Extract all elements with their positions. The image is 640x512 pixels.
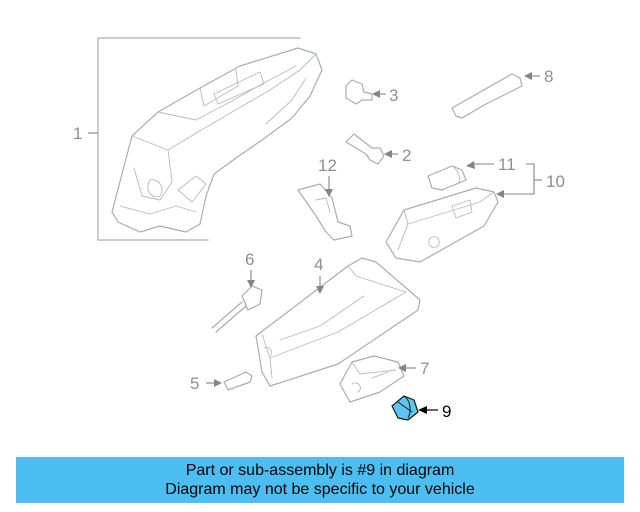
callout-6: 6 xyxy=(245,250,254,269)
callout-4: 4 xyxy=(314,255,323,274)
callout-11: 11 xyxy=(498,155,516,174)
callout-2: 2 xyxy=(402,146,411,165)
banner-line-1: Part or sub-assembly is #9 in diagram xyxy=(185,462,455,479)
part-6-damper: 6 xyxy=(211,250,263,333)
callout-3: 3 xyxy=(389,86,398,105)
banner-line-2: Diagram may not be specific to your vehi… xyxy=(165,481,475,498)
part-8-strip: 8 xyxy=(451,67,553,119)
part-1-glove-box-housing: 1 xyxy=(73,37,323,241)
callout-8: 8 xyxy=(544,67,553,86)
part-info-banner: Part or sub-assembly is #9 in diagram Di… xyxy=(16,457,624,503)
part-4-glove-box-door: 4 xyxy=(255,255,421,387)
callout-7: 7 xyxy=(420,359,429,378)
part-5-pin: 5 xyxy=(190,371,253,393)
part-11-cylinder: 11 xyxy=(427,155,516,191)
part-9-lock-cylinder: 9 xyxy=(391,395,451,421)
parts-diagram: 1 3 2 8 12 11 xyxy=(73,37,565,421)
part-12-bracket: 12 xyxy=(297,156,353,241)
callout-5: 5 xyxy=(190,374,199,393)
callout-9: 9 xyxy=(442,402,451,421)
part-10-latch-assembly: 10 xyxy=(385,163,565,263)
callout-1: 1 xyxy=(73,124,82,143)
part-7-latch-handle: 7 xyxy=(339,355,429,403)
part-3-clip: 3 xyxy=(345,79,398,105)
callout-10: 10 xyxy=(546,172,565,191)
callout-12: 12 xyxy=(318,156,337,175)
part-2-pin: 2 xyxy=(345,133,411,165)
